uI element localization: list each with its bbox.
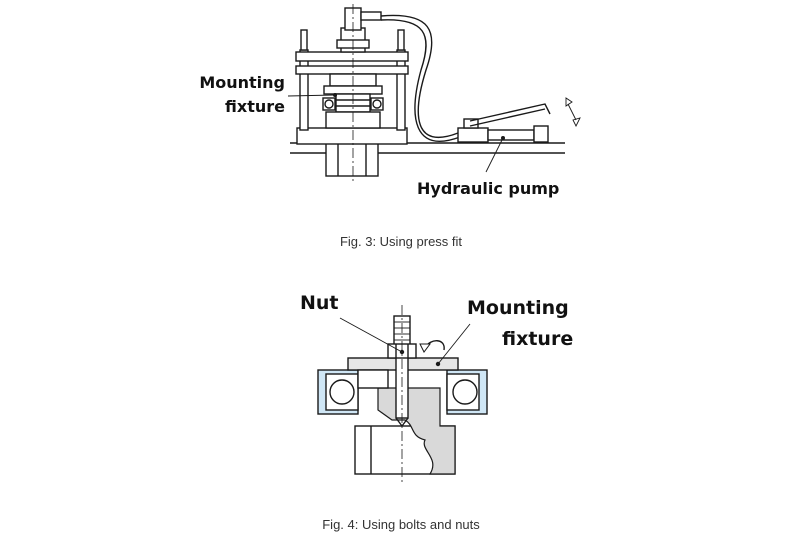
- fig4-caption: Fig. 4: Using bolts and nuts: [322, 517, 480, 532]
- fig4-label-mounting: Mounting: [467, 297, 569, 319]
- fig3-press-diagram: [287, 4, 581, 182]
- fig4-label-fixture: fixture: [502, 328, 573, 350]
- fig4-label-nut: Nut: [300, 292, 339, 314]
- fig3-label-mounting: Mounting: [199, 73, 285, 92]
- fig3-label-fixture: fixture: [225, 97, 285, 116]
- fig3-label-hydraulic-pump: Hydraulic pump: [417, 179, 559, 198]
- fig3-caption: Fig. 3: Using press fit: [340, 234, 462, 249]
- fig4-bolt-diagram: [317, 305, 488, 482]
